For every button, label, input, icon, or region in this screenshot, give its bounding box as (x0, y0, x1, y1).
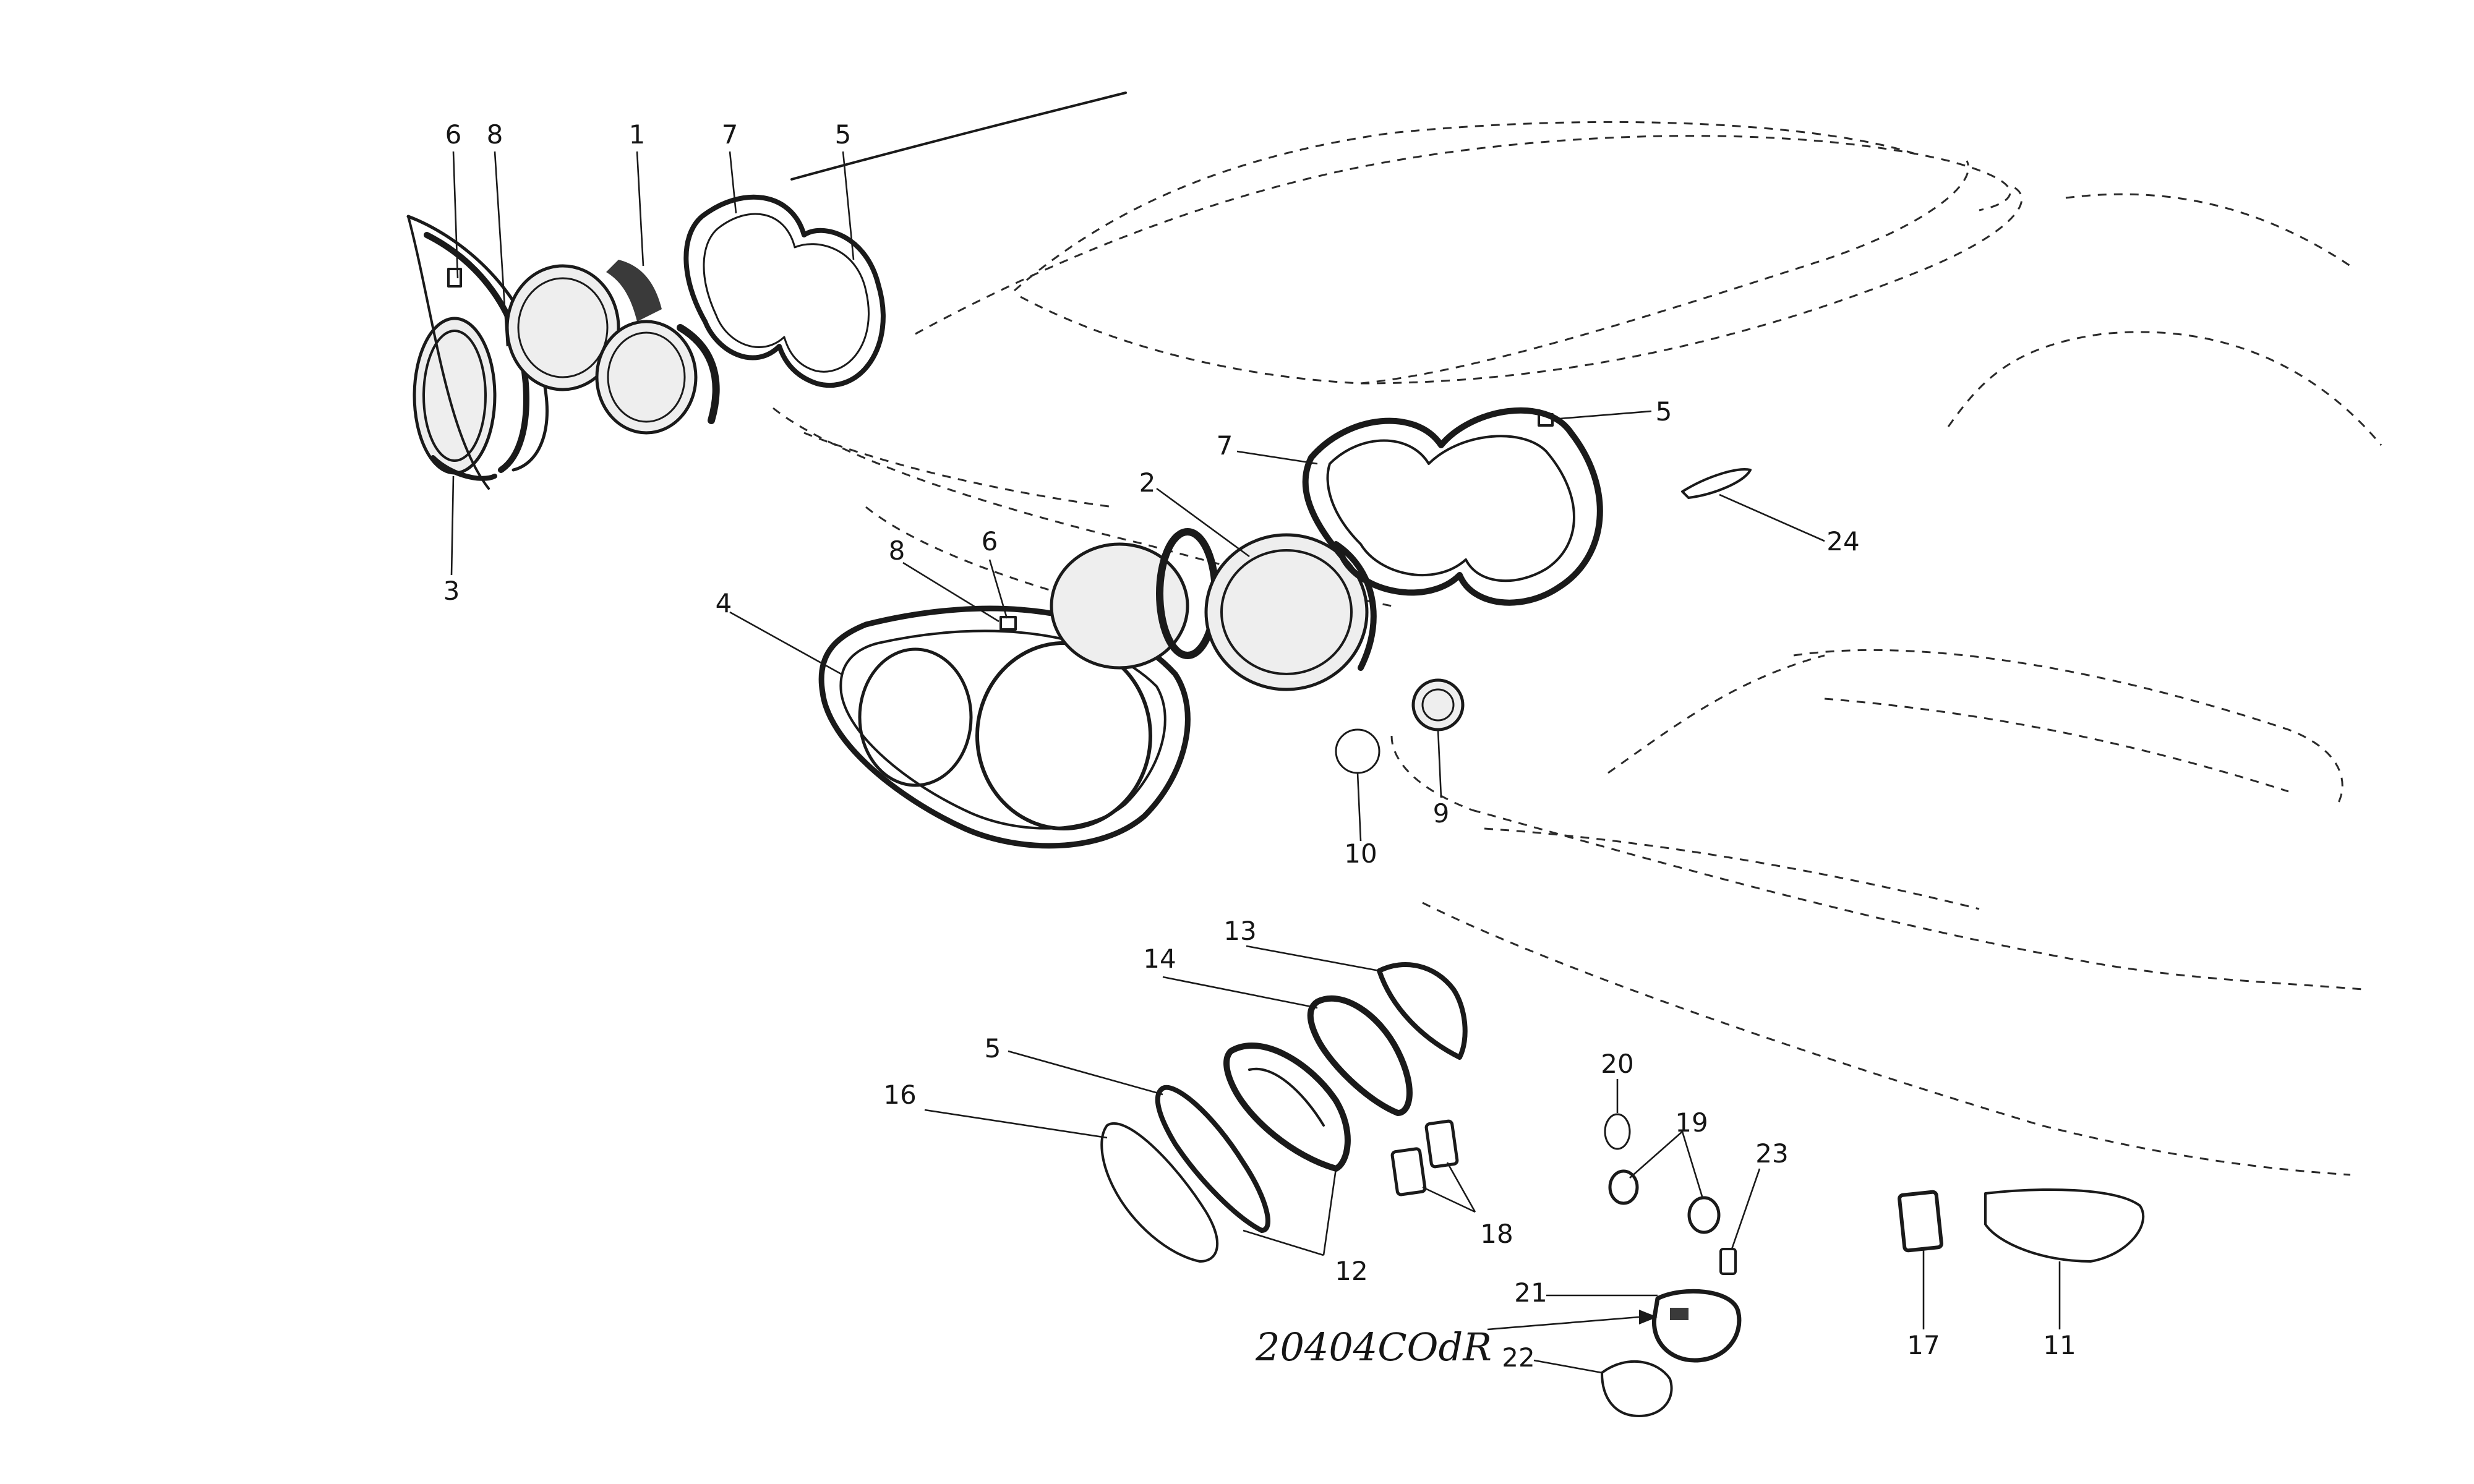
leader-lines (450, 151, 2061, 1374)
part-6-clip-left (447, 268, 462, 288)
callout-16: 16 (883, 1080, 916, 1110)
part-24-side-marker (1681, 468, 1752, 499)
part-17-side-lens (1898, 1190, 1943, 1253)
part-20-bulb (1604, 1113, 1631, 1150)
callout-10: 10 (1344, 838, 1377, 869)
part-3-headlamp-glass (413, 317, 497, 481)
callout-12: 12 (1335, 1256, 1368, 1286)
handwritten-part-number: 20404COdR (1255, 1324, 1492, 1370)
callout-19: 19 (1675, 1107, 1708, 1138)
callout-7-top: 7 (722, 119, 738, 150)
callout-8-center: 8 (889, 535, 905, 566)
callout-7-right: 7 (1217, 430, 1233, 461)
part-5-clip-right (1538, 413, 1554, 427)
callout-8-top: 8 (487, 119, 503, 150)
callout-21: 21 (1514, 1277, 1547, 1308)
part-6-clip-surround (999, 616, 1017, 631)
part-21-lamp-housing (1651, 1289, 1742, 1363)
callout-4: 4 (716, 588, 732, 618)
part-22-lens (1601, 1360, 1673, 1417)
part-18-small-lenses (1390, 1119, 1459, 1196)
part-9-round-cap (1411, 678, 1465, 731)
part-15-gasket (1155, 1085, 1270, 1233)
callout-5-lower: 5 (985, 1033, 1001, 1064)
part-11-side-repeater (1984, 1188, 2145, 1263)
callout-9: 9 (1433, 798, 1450, 829)
part-13-gasket (1377, 962, 1468, 1060)
part-7-mounting-plate-left (683, 194, 886, 388)
callout-labels: 1 2 3 4 5 5 5 6 6 7 7 8 8 9 10 11 12 13 … (443, 119, 2076, 1373)
callout-18: 18 (1480, 1219, 1513, 1249)
callout-23: 23 (1755, 1138, 1788, 1169)
callout-3: 3 (443, 576, 460, 606)
part-12-lamp-body (1223, 1043, 1351, 1172)
part-2-headlamp-unit-right (1050, 528, 1377, 691)
callout-17: 17 (1907, 1330, 1940, 1360)
callout-6-center: 6 (982, 526, 998, 556)
callout-6-top: 6 (445, 119, 462, 150)
callout-13: 13 (1223, 916, 1256, 946)
part-23-clip (1719, 1248, 1737, 1275)
callout-5-right: 5 (1656, 396, 1672, 427)
callout-14: 14 (1143, 944, 1176, 974)
callout-5-top: 5 (835, 119, 852, 150)
part-16-lens (1100, 1122, 1218, 1263)
part-1-headlamp-unit-left (505, 260, 720, 435)
part-10-round-cap (1335, 728, 1380, 774)
callout-2: 2 (1139, 467, 1156, 498)
part-19-grommets (1608, 1169, 1721, 1234)
callout-24: 24 (1826, 526, 1859, 556)
callout-1: 1 (629, 119, 646, 150)
part-14-lens-frame (1307, 995, 1413, 1116)
callout-20: 20 (1601, 1049, 1633, 1079)
car-body-outline (773, 92, 2382, 1176)
callout-11: 11 (2043, 1330, 2076, 1360)
part-7-mounting-plate-right (1302, 407, 1603, 606)
callout-22: 22 (1502, 1342, 1534, 1373)
